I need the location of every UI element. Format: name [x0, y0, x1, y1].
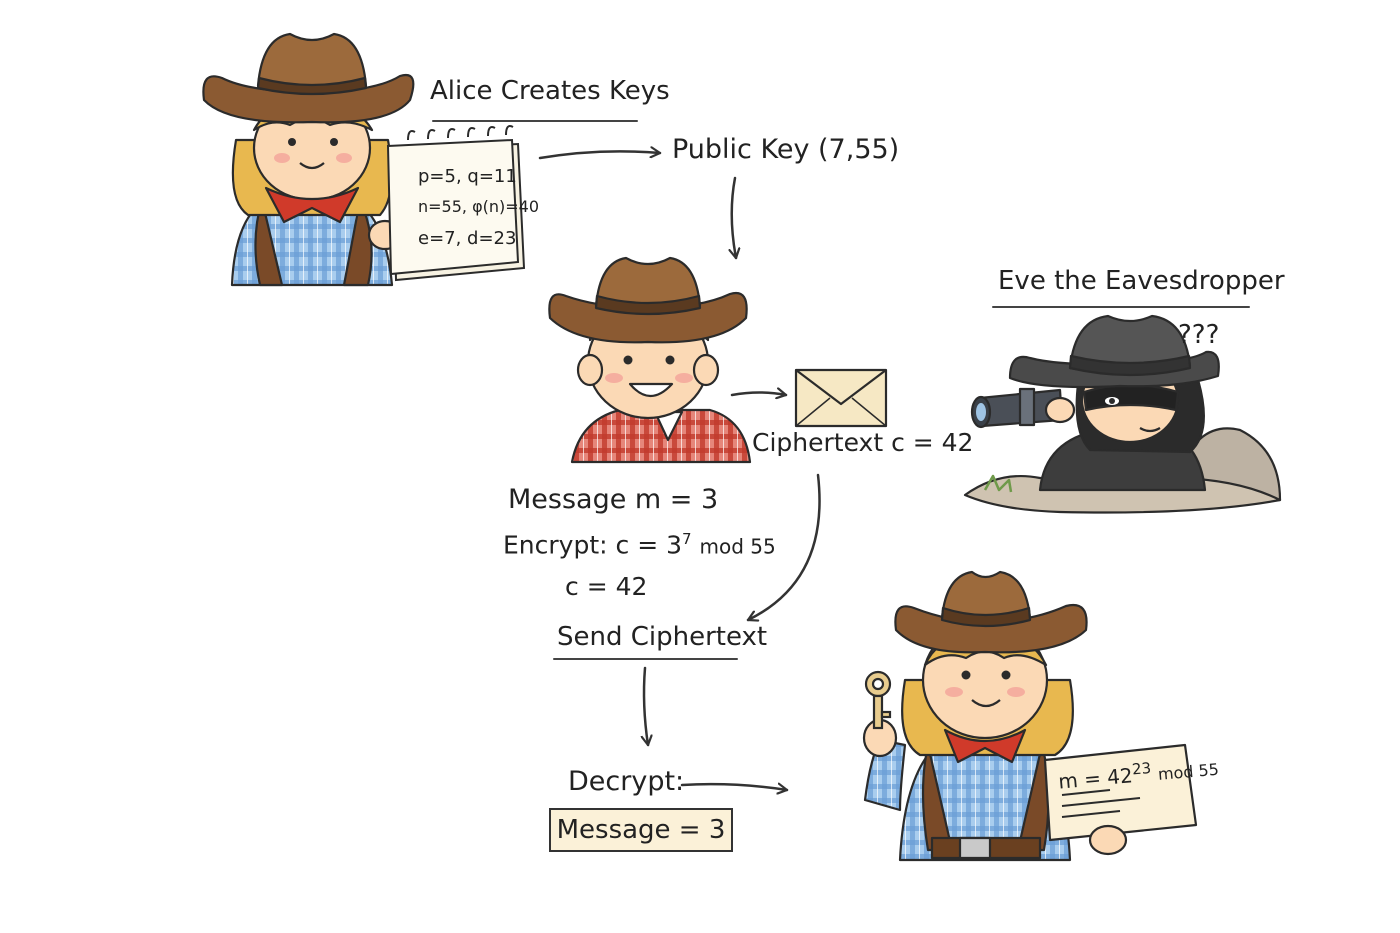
encrypt-exponent: 7	[682, 530, 692, 548]
paper-exponent: 23	[1131, 758, 1152, 779]
envelope-icon	[794, 368, 888, 428]
eve-title: Eve the Eavesdropper	[998, 266, 1285, 296]
arrow-ciphertext-to-send	[746, 473, 821, 620]
alice-with-key	[862, 570, 1088, 862]
eve-thought: ???	[1178, 320, 1220, 350]
key-icon	[864, 670, 892, 730]
notebook-line-1: p=5, q=11	[418, 166, 517, 187]
step-decrypt: Decrypt:	[568, 766, 685, 797]
result-box: Message = 3	[549, 808, 733, 852]
bob-result: c = 42	[565, 572, 648, 601]
notebook-line-2: n=55, φ(n)=40	[418, 197, 540, 216]
arrow-decrypt-to-alice	[680, 784, 789, 790]
arrow-send-to-decrypt	[644, 666, 648, 747]
step-public-key: Public Key (7,55)	[672, 134, 900, 165]
telescope-icon	[970, 387, 1076, 429]
arrow-keys-to-public-key	[538, 151, 662, 160]
ciphertext-label: Ciphertext c = 42	[752, 428, 974, 457]
bob-encrypt: Encrypt: c = 37 mod 55	[503, 530, 776, 559]
notebook-icon	[386, 125, 526, 282]
send-underline	[553, 658, 738, 660]
decrypt-paper	[1043, 743, 1198, 856]
alice-with-notebook	[202, 32, 415, 287]
step-alice-creates-keys: Alice Creates Keys	[430, 76, 670, 106]
encrypt-prefix: Encrypt:	[503, 530, 608, 560]
flow-arrows	[538, 151, 821, 790]
bob-cowboy	[548, 256, 752, 464]
eve-eavesdropper	[963, 314, 1282, 514]
step-send-ciphertext: Send Ciphertext	[557, 622, 768, 652]
title-underline	[432, 120, 638, 122]
notebook-line-3: e=7, d=23	[418, 228, 517, 249]
paper-mod: mod 55	[1157, 759, 1220, 784]
encrypt-base: c = 3	[615, 530, 683, 560]
arrow-public-key-to-bob	[732, 176, 736, 260]
bob-message: Message m = 3	[508, 484, 719, 515]
eve-title-underline	[992, 306, 1250, 308]
encrypt-mod: mod 55	[699, 534, 776, 559]
arrow-bob-to-envelope	[730, 393, 788, 396]
